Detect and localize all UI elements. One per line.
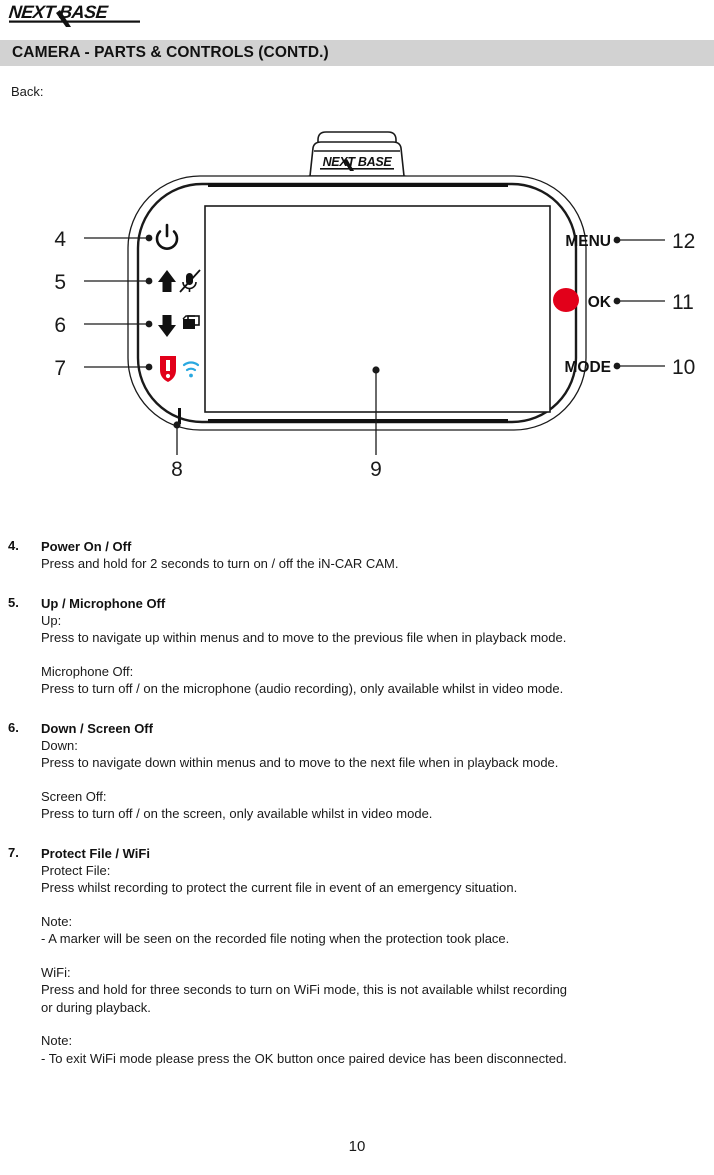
intro-label: Back: [11, 84, 44, 99]
entry-number: 6. [8, 719, 19, 735]
entry-text: - To exit WiFi mode please press the OK … [41, 1050, 567, 1066]
camera-mount [301, 131, 413, 181]
entry-text: Press to navigate down within menus and … [41, 755, 559, 770]
camera-screen [204, 205, 551, 413]
mount-brand-logo: NEXT BASE [320, 155, 394, 171]
entry-text: Screen Off: [41, 788, 107, 804]
record-button-indicator [553, 288, 579, 312]
section-header-bar: CAMERA - PARTS & CONTROLS (CONTD.) [0, 40, 714, 66]
callout-number-5: 5 [54, 271, 66, 294]
wifi-icon [182, 361, 200, 378]
entry-text: Up: [41, 612, 62, 628]
entry-text: Press whilst recording to protect the cu… [41, 880, 518, 895]
entry-title: Up / Microphone Off [41, 595, 166, 611]
entry-text: Down: [41, 737, 78, 753]
right-callout-dots [613, 236, 621, 370]
entry-number: 4. [8, 538, 19, 553]
camera-back-diagram: NEXT BASE 4 5 6 7 [0, 118, 714, 498]
microphone-off-icon [179, 269, 201, 293]
entry-text: WiFi: [41, 964, 71, 980]
entry-text: Press to turn off / on the screen, only … [41, 806, 433, 821]
page-title: CAMERA - PARTS & CONTROLS (CONTD.) [12, 44, 329, 61]
nextbase-logo: NEXT BASE [8, 1, 158, 31]
entry-title: Power On / Off [41, 539, 132, 554]
left-callout-lines [84, 237, 148, 368]
right-callout-lines [618, 239, 665, 367]
entry-text: Press to navigate up within menus and to… [41, 630, 567, 645]
entry-text: or during playback. [41, 999, 151, 1015]
controls-description-list: 4. Power On / Off Press and hold for 2 s… [0, 538, 714, 1085]
callout-9-group: 9 [370, 366, 382, 481]
list-item: 4. Power On / Off Press and hold for 2 s… [0, 538, 714, 573]
entry-text: Note: [41, 1033, 73, 1048]
entry-text: Press to turn off / on the microphone (a… [41, 681, 564, 696]
callout-number-9: 9 [370, 458, 382, 481]
list-item: 7. Protect File / WiFi Protect File: Pre… [0, 845, 714, 1068]
ok-button-label: OK [588, 294, 612, 311]
callout-number-11: 11 [672, 291, 694, 314]
entry-text: Press and hold for 2 seconds to turn on … [41, 556, 399, 571]
screen-off-icon [182, 315, 200, 329]
callout-8-group: 8 [171, 408, 183, 481]
page-number: 10 [348, 1138, 366, 1155]
down-arrow-icon [158, 315, 176, 337]
protect-file-icon [160, 356, 176, 382]
power-icon [155, 223, 179, 250]
menu-button-label: MENU [565, 233, 611, 250]
entry-text: Protect File: [41, 862, 111, 878]
entry-text: Microphone Off: [41, 663, 134, 679]
svg-text:NEXT BASE: NEXT BASE [323, 155, 393, 169]
entry-text: - A marker will be seen on the recorded … [41, 931, 510, 946]
callout-number-4: 4 [54, 228, 66, 251]
entry-text: Note: [41, 913, 73, 929]
up-arrow-icon [158, 270, 176, 292]
callout-number-10: 10 [672, 356, 695, 379]
entry-title: Protect File / WiFi [41, 845, 150, 861]
entry-number: 5. [8, 594, 19, 610]
mode-button-label: MODE [565, 359, 612, 376]
list-item: 6. Down / Screen Off Down: Press to navi… [0, 720, 714, 823]
entry-title: Down / Screen Off [41, 720, 153, 736]
left-callout-dots [145, 234, 153, 371]
entry-number: 7. [8, 844, 19, 860]
callout-number-6: 6 [54, 314, 66, 337]
list-item: 5. Up / Microphone Off Up: Press to navi… [0, 595, 714, 698]
callout-number-12: 12 [672, 230, 695, 253]
callout-number-7: 7 [54, 357, 66, 380]
callout-number-8: 8 [171, 458, 183, 481]
entry-text: Press and hold for three seconds to turn… [41, 982, 568, 997]
